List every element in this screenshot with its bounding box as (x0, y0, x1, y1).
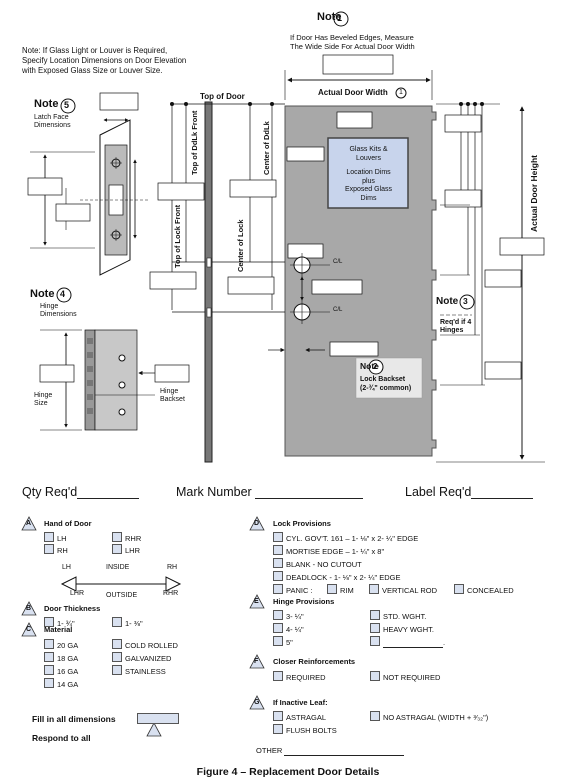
option-rh[interactable]: RH (44, 544, 68, 556)
option-flush-bolts[interactable]: FLUSH BOLTS (273, 724, 337, 736)
glass-kit-box (327, 137, 409, 209)
option-4-quarter[interactable]: 4- ¼" (273, 623, 304, 635)
section-g-title: If Inactive Leaf: (273, 698, 328, 707)
option-thickness-2[interactable]: 1- ⅜" (112, 617, 143, 629)
legend-fill-swatch (137, 713, 179, 724)
other-field[interactable]: OTHER (256, 746, 405, 756)
option-deadlock[interactable]: DEADLOCK - 1- ⅛" x 2- ¼" EDGE (273, 571, 401, 583)
note2-label: Note (360, 361, 379, 371)
mark-input-line[interactable] (255, 489, 364, 499)
hinge-size-label: Hinge Size (34, 392, 53, 407)
note2-box (355, 357, 423, 399)
top-of-ddlk-front-label: Top of DdLk Front (190, 110, 199, 175)
option-cold-rolled[interactable]: COLD ROLLED (112, 639, 178, 651)
note1-label: Note (317, 11, 342, 23)
option-not-required[interactable]: NOT REQUIRED (370, 671, 440, 683)
option-16ga[interactable]: 16 GA (44, 665, 78, 677)
note5-label: Note (34, 98, 59, 110)
glass-kit-text: Glass Kits & Louvers Location Dims plus … (344, 146, 393, 202)
mark-number-field[interactable]: Mark Number (176, 485, 364, 499)
door-width-box (322, 54, 394, 75)
label-input-line[interactable] (471, 489, 534, 499)
frame-edge (204, 101, 213, 463)
option-lhr[interactable]: LHR (112, 544, 140, 556)
section-triangles (21, 516, 265, 737)
center-of-ddlk-label: Center of DdLk (262, 121, 271, 175)
option-vertical-rod[interactable]: VERTICAL ROD (369, 584, 437, 596)
top-of-door-label: Top of Door (200, 92, 245, 101)
option-18ga[interactable]: 18 GA (44, 652, 78, 664)
door-elevation-drawing (27, 11, 545, 463)
figure-caption: Figure 4 – Replacement Door Details (196, 766, 380, 778)
option-14ga[interactable]: 14 GA (44, 678, 78, 690)
center-of-lock-label: Center of Lock (236, 219, 245, 272)
legend-fill-label: Fill in all dimensions (32, 714, 116, 724)
note4-text: Hinge Dimensions (40, 303, 77, 318)
option-panic[interactable]: PANIC : (273, 584, 313, 596)
option-no-astragal[interactable]: NO ASTRAGAL (WIDTH + ³⁄₃₂") (370, 711, 488, 723)
note3-text: Req'd if 4 Hinges (440, 319, 472, 334)
legend-respond-label: Respond to all (32, 733, 91, 743)
option-3-quarter[interactable]: 3- ¼" (273, 610, 304, 622)
section-a-title: Hand of Door (44, 519, 92, 528)
note3-label: Note (436, 296, 459, 307)
note2-text: Lock Backset (2-¾" common) (360, 376, 412, 392)
option-astragal[interactable]: ASTRAGAL (273, 711, 326, 723)
general-note: Note: If Glass Light or Louver is Requir… (22, 46, 187, 75)
note5-text: Latch Face Dimensions (34, 114, 71, 129)
cl-label-upper: C/L (333, 259, 343, 265)
option-cyl[interactable]: CYL. GOV'T. 161 – 1- ⅛" x 2- ¼" EDGE (273, 532, 418, 544)
cl-label-lower: C/L (333, 307, 343, 313)
actual-door-width-label: Actual Door Width (318, 88, 388, 97)
label-field[interactable]: Label Req'd (405, 485, 534, 499)
option-std-wght[interactable]: STD. WGHT. (370, 610, 426, 622)
option-required[interactable]: REQUIRED (273, 671, 326, 683)
top-of-lock-front-label: Top of Lock Front (173, 204, 182, 268)
option-hinge-other[interactable]: . (370, 636, 445, 648)
option-galvanized[interactable]: GALVANIZED (112, 652, 171, 664)
option-5[interactable]: 5" (273, 636, 293, 648)
option-stainless[interactable]: STAINLESS (112, 665, 166, 677)
actual-door-height-label: Actual Door Height (529, 155, 539, 232)
section-b-title: Door Thickness (44, 604, 101, 613)
section-d-title: Lock Provisions (273, 519, 331, 528)
option-heavy-wght[interactable]: HEAVY WGHT. (370, 623, 434, 635)
option-thickness-1[interactable]: 1- ¾" (44, 617, 75, 629)
note1-num: 1 (337, 13, 343, 23)
note1-text: If Door Has Beveled Edges, Measure The W… (290, 33, 415, 51)
note4-label: Note (30, 288, 55, 300)
option-20ga[interactable]: 20 GA (44, 639, 78, 651)
option-concealed[interactable]: CONCEALED (454, 584, 514, 596)
section-f-title: Closer Reinforcements (273, 657, 356, 666)
qty-input-line[interactable] (77, 489, 140, 499)
section-c-title: Material (44, 625, 73, 634)
option-blank[interactable]: BLANK - NO CUTOUT (273, 558, 362, 570)
option-rim[interactable]: RIM (327, 584, 354, 596)
option-lh[interactable]: LH (44, 532, 67, 544)
section-e-title: Hinge Provisions (273, 597, 335, 606)
option-rhr[interactable]: RHR (112, 532, 141, 544)
qty-field[interactable]: Qty Req'd (22, 485, 140, 499)
option-mortise[interactable]: MORTISE EDGE – 1- ¼" x 8" (273, 545, 384, 557)
hinge-backset-label: Hinge Backset (160, 388, 185, 403)
